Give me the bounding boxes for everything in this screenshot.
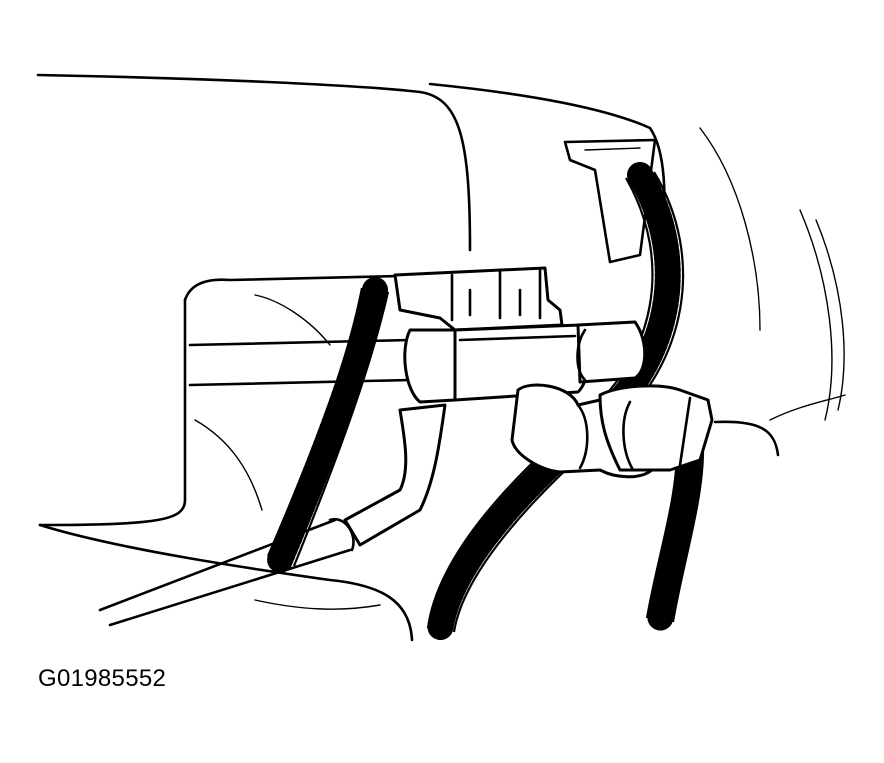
upper-bracket <box>563 138 657 264</box>
vacuum-pipe <box>98 403 447 627</box>
figure-code: G01985552 <box>38 665 167 692</box>
corrugated-hose-left <box>266 277 390 573</box>
mounting-plate <box>38 274 414 642</box>
horizontal-rod <box>188 338 424 387</box>
corrugated-hose-far-right <box>645 437 705 633</box>
solenoid-valve <box>393 266 647 404</box>
electrical-connector <box>510 383 714 479</box>
